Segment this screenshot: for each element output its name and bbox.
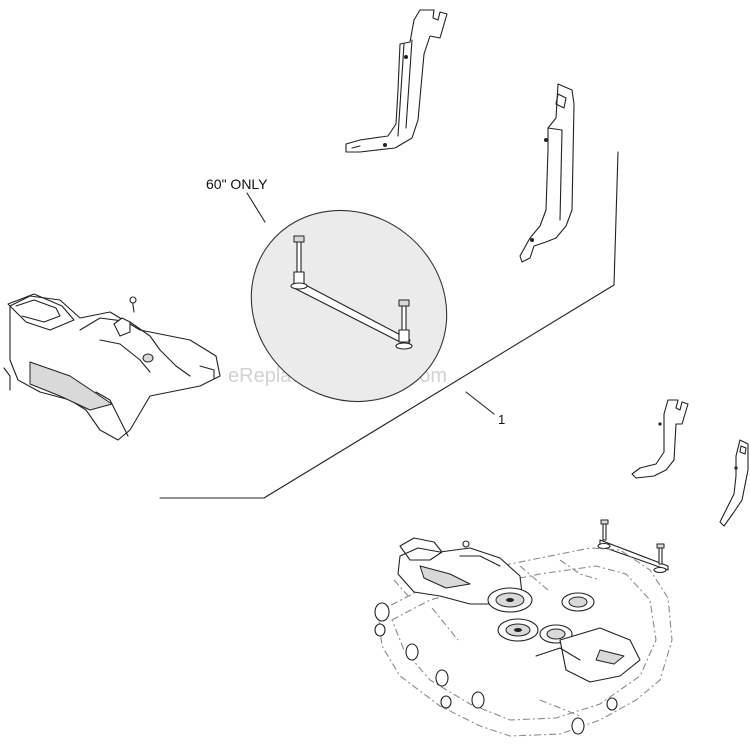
pulley-far-right: [561, 592, 595, 612]
pulley-left: [487, 587, 533, 613]
assembly-outline: [159, 151, 619, 499]
bracket-mid-right: [719, 439, 749, 527]
pulley-center: [497, 618, 539, 642]
callout-label: 60" ONLY: [206, 176, 268, 192]
bracket-top-right: [519, 83, 575, 263]
belt-cover-assembly: [3, 293, 221, 441]
part-number-label: 1: [498, 412, 505, 427]
stabilizer-bar: [290, 235, 413, 350]
bracket-mid-left: [631, 399, 689, 479]
pulley-right: [539, 624, 573, 644]
part-callout-1: 1: [465, 391, 505, 427]
bracket-top-left: [345, 9, 448, 153]
mower-deck: [374, 537, 673, 737]
caster-wheels: [374, 602, 618, 735]
stabilizer-bar-small: [597, 519, 669, 574]
callout-group: 60" ONLY: [206, 176, 448, 403]
